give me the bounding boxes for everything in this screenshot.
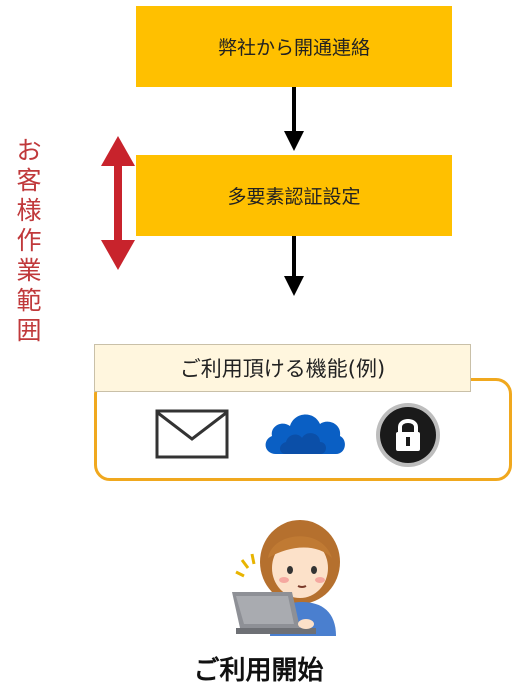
features-title: ご利用頂ける機能(例) bbox=[94, 344, 471, 392]
features-title-text: ご利用頂ける機能(例) bbox=[179, 357, 386, 381]
step-box-contact-notice: 弊社から開通連絡 bbox=[136, 6, 452, 87]
step-label-contact-notice: 弊社から開通連絡 bbox=[217, 37, 370, 59]
scope-range-arrow bbox=[100, 136, 136, 276]
flow-arrow-2 bbox=[284, 236, 304, 298]
person-with-laptop-illustration bbox=[222, 514, 352, 640]
step-label-mfa-setup: 多要素認証設定 bbox=[227, 186, 361, 208]
onedrive-cloud-icon bbox=[262, 404, 348, 462]
customer-scope-label: お客様作業範囲 bbox=[16, 136, 42, 345]
lock-icon bbox=[374, 401, 442, 473]
step-box-mfa-setup: 多要素認証設定 bbox=[136, 155, 452, 236]
flow-arrow-1 bbox=[284, 87, 304, 153]
mail-icon bbox=[155, 409, 229, 463]
service-start-label: ご利用開始 bbox=[193, 656, 324, 686]
